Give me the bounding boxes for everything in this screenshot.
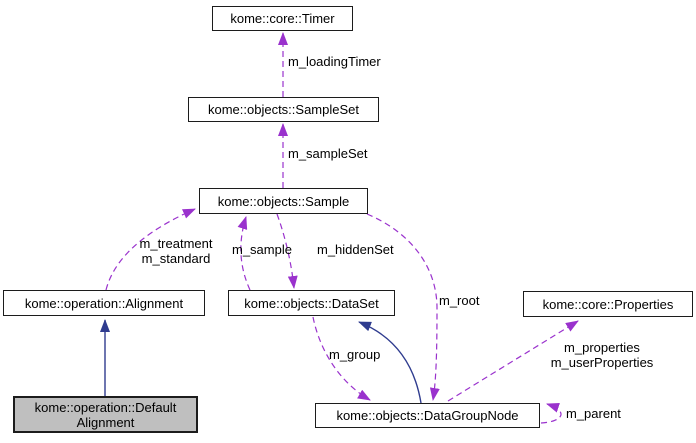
edge-m-root: [366, 213, 440, 401]
node-kome-core-timer[interactable]: kome::core::Timer: [212, 6, 353, 31]
edge-inheritance-datagroupnode-dataset: [358, 321, 422, 404]
node-kome-objects-dataset[interactable]: kome::objects::DataSet: [228, 290, 395, 316]
node-kome-objects-sample[interactable]: kome::objects::Sample: [199, 188, 368, 214]
edge-m-treatment-m-standard: [105, 208, 196, 291]
node-kome-operation-defaultalignment[interactable]: kome::operation::Default Alignment: [13, 396, 198, 433]
edge-label-m-hiddenset: m_hiddenSet: [317, 242, 394, 257]
edge-m-parent-self-loop: [540, 403, 562, 424]
edge-m-group: [312, 316, 371, 401]
edge-m-properties-m-userproperties: [447, 320, 579, 402]
edge-label-m-properties-m-userproperties: m_properties m_userProperties: [550, 340, 654, 370]
edge-label-m-sample: m_sample: [232, 242, 292, 257]
edge-label-m-root: m_root: [439, 293, 480, 308]
edge-label-m-group: m_group: [329, 347, 381, 362]
edge-label-m-sampleset: m_sampleSet: [288, 146, 368, 161]
node-kome-objects-datagroupnode[interactable]: kome::objects::DataGroupNode: [315, 403, 540, 428]
edge-label-m-parent: m_parent: [566, 406, 621, 421]
node-kome-operation-alignment[interactable]: kome::operation::Alignment: [3, 290, 205, 316]
edge-label-m-loadingtimer: m_loadingTimer: [288, 54, 381, 69]
edge-label-m-treatment-m-standard: m_treatment m_standard: [139, 236, 213, 266]
node-kome-objects-sampleset[interactable]: kome::objects::SampleSet: [188, 97, 379, 122]
node-kome-core-properties[interactable]: kome::core::Properties: [523, 291, 693, 317]
